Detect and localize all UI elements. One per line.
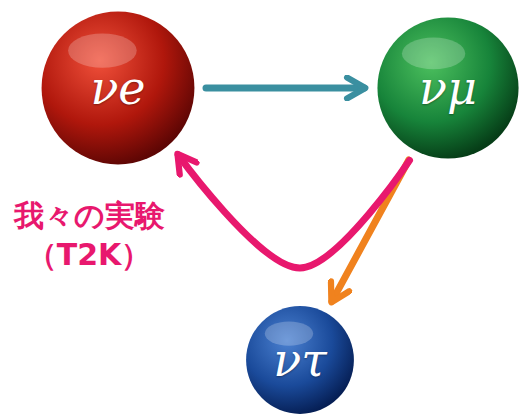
ball-highlight bbox=[68, 33, 137, 67]
transition-arrow bbox=[206, 85, 364, 92]
ball-circle bbox=[42, 12, 195, 165]
neutrino-symbol: ντ bbox=[273, 337, 326, 383]
neutrino-symbol: νe bbox=[90, 65, 145, 111]
ball-circle bbox=[246, 306, 354, 414]
neutrino-ball: ντ bbox=[245, 305, 355, 415]
neutrino-symbol: νμ bbox=[419, 65, 477, 111]
neutrino-ball: νμ bbox=[376, 16, 520, 160]
neutrino-ball: νe bbox=[40, 10, 196, 166]
experiment-label: 我々の実験 （T2K） bbox=[8, 196, 170, 274]
ball-circle bbox=[377, 17, 518, 158]
transition-arrow bbox=[178, 155, 409, 268]
